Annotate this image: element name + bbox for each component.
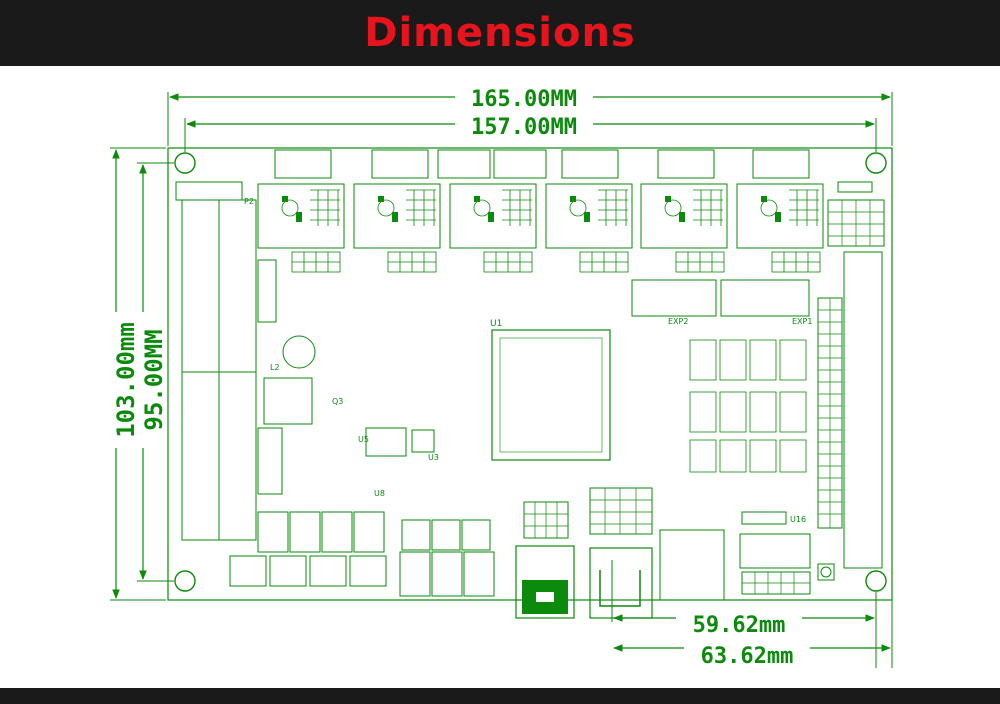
label-l2: L2 (270, 363, 280, 372)
mounting-hole-bl (174, 570, 196, 592)
label-u1: U1 (490, 319, 502, 329)
mounting-hole-tl (174, 152, 196, 174)
label-u16: U16 (790, 515, 806, 524)
dim-label-overall-width: 165.00MM (471, 87, 577, 112)
mounting-hole-tr (865, 152, 887, 174)
extension-lines (110, 92, 893, 668)
mcu-u1 (491, 329, 611, 461)
pcb-components (175, 149, 885, 619)
label-p2: P2 (244, 197, 254, 206)
label-u8: U8 (374, 489, 385, 498)
dim-label-port-outer: 63.62mm (701, 644, 794, 669)
dim-label-port-inner: 59.62mm (693, 613, 786, 638)
mounting-holes (174, 152, 887, 592)
label-u5: U5 (358, 435, 369, 444)
header-bar (0, 0, 1000, 66)
label-q3: Q3 (332, 397, 343, 406)
dim-label-hole-height: 95.00MM (140, 329, 168, 430)
dim-label-overall-height: 103.00mm (112, 322, 140, 438)
label-u3: U3 (428, 453, 439, 462)
pcb-dimension-diagram: 165.00MM 157.00MM 103.00mm 95.00MM 59.62… (110, 86, 893, 669)
dim-label-hole-width: 157.00MM (471, 115, 577, 140)
usb-port (515, 545, 575, 619)
stepper-driver-blocks (257, 183, 824, 249)
label-exp2: EXP2 (668, 317, 688, 326)
label-exp1: EXP1 (792, 317, 812, 326)
footer-bar (0, 688, 1000, 704)
page-title: Dimensions (364, 10, 636, 56)
mounting-hole-br (865, 570, 887, 592)
ethernet-port (589, 547, 653, 619)
